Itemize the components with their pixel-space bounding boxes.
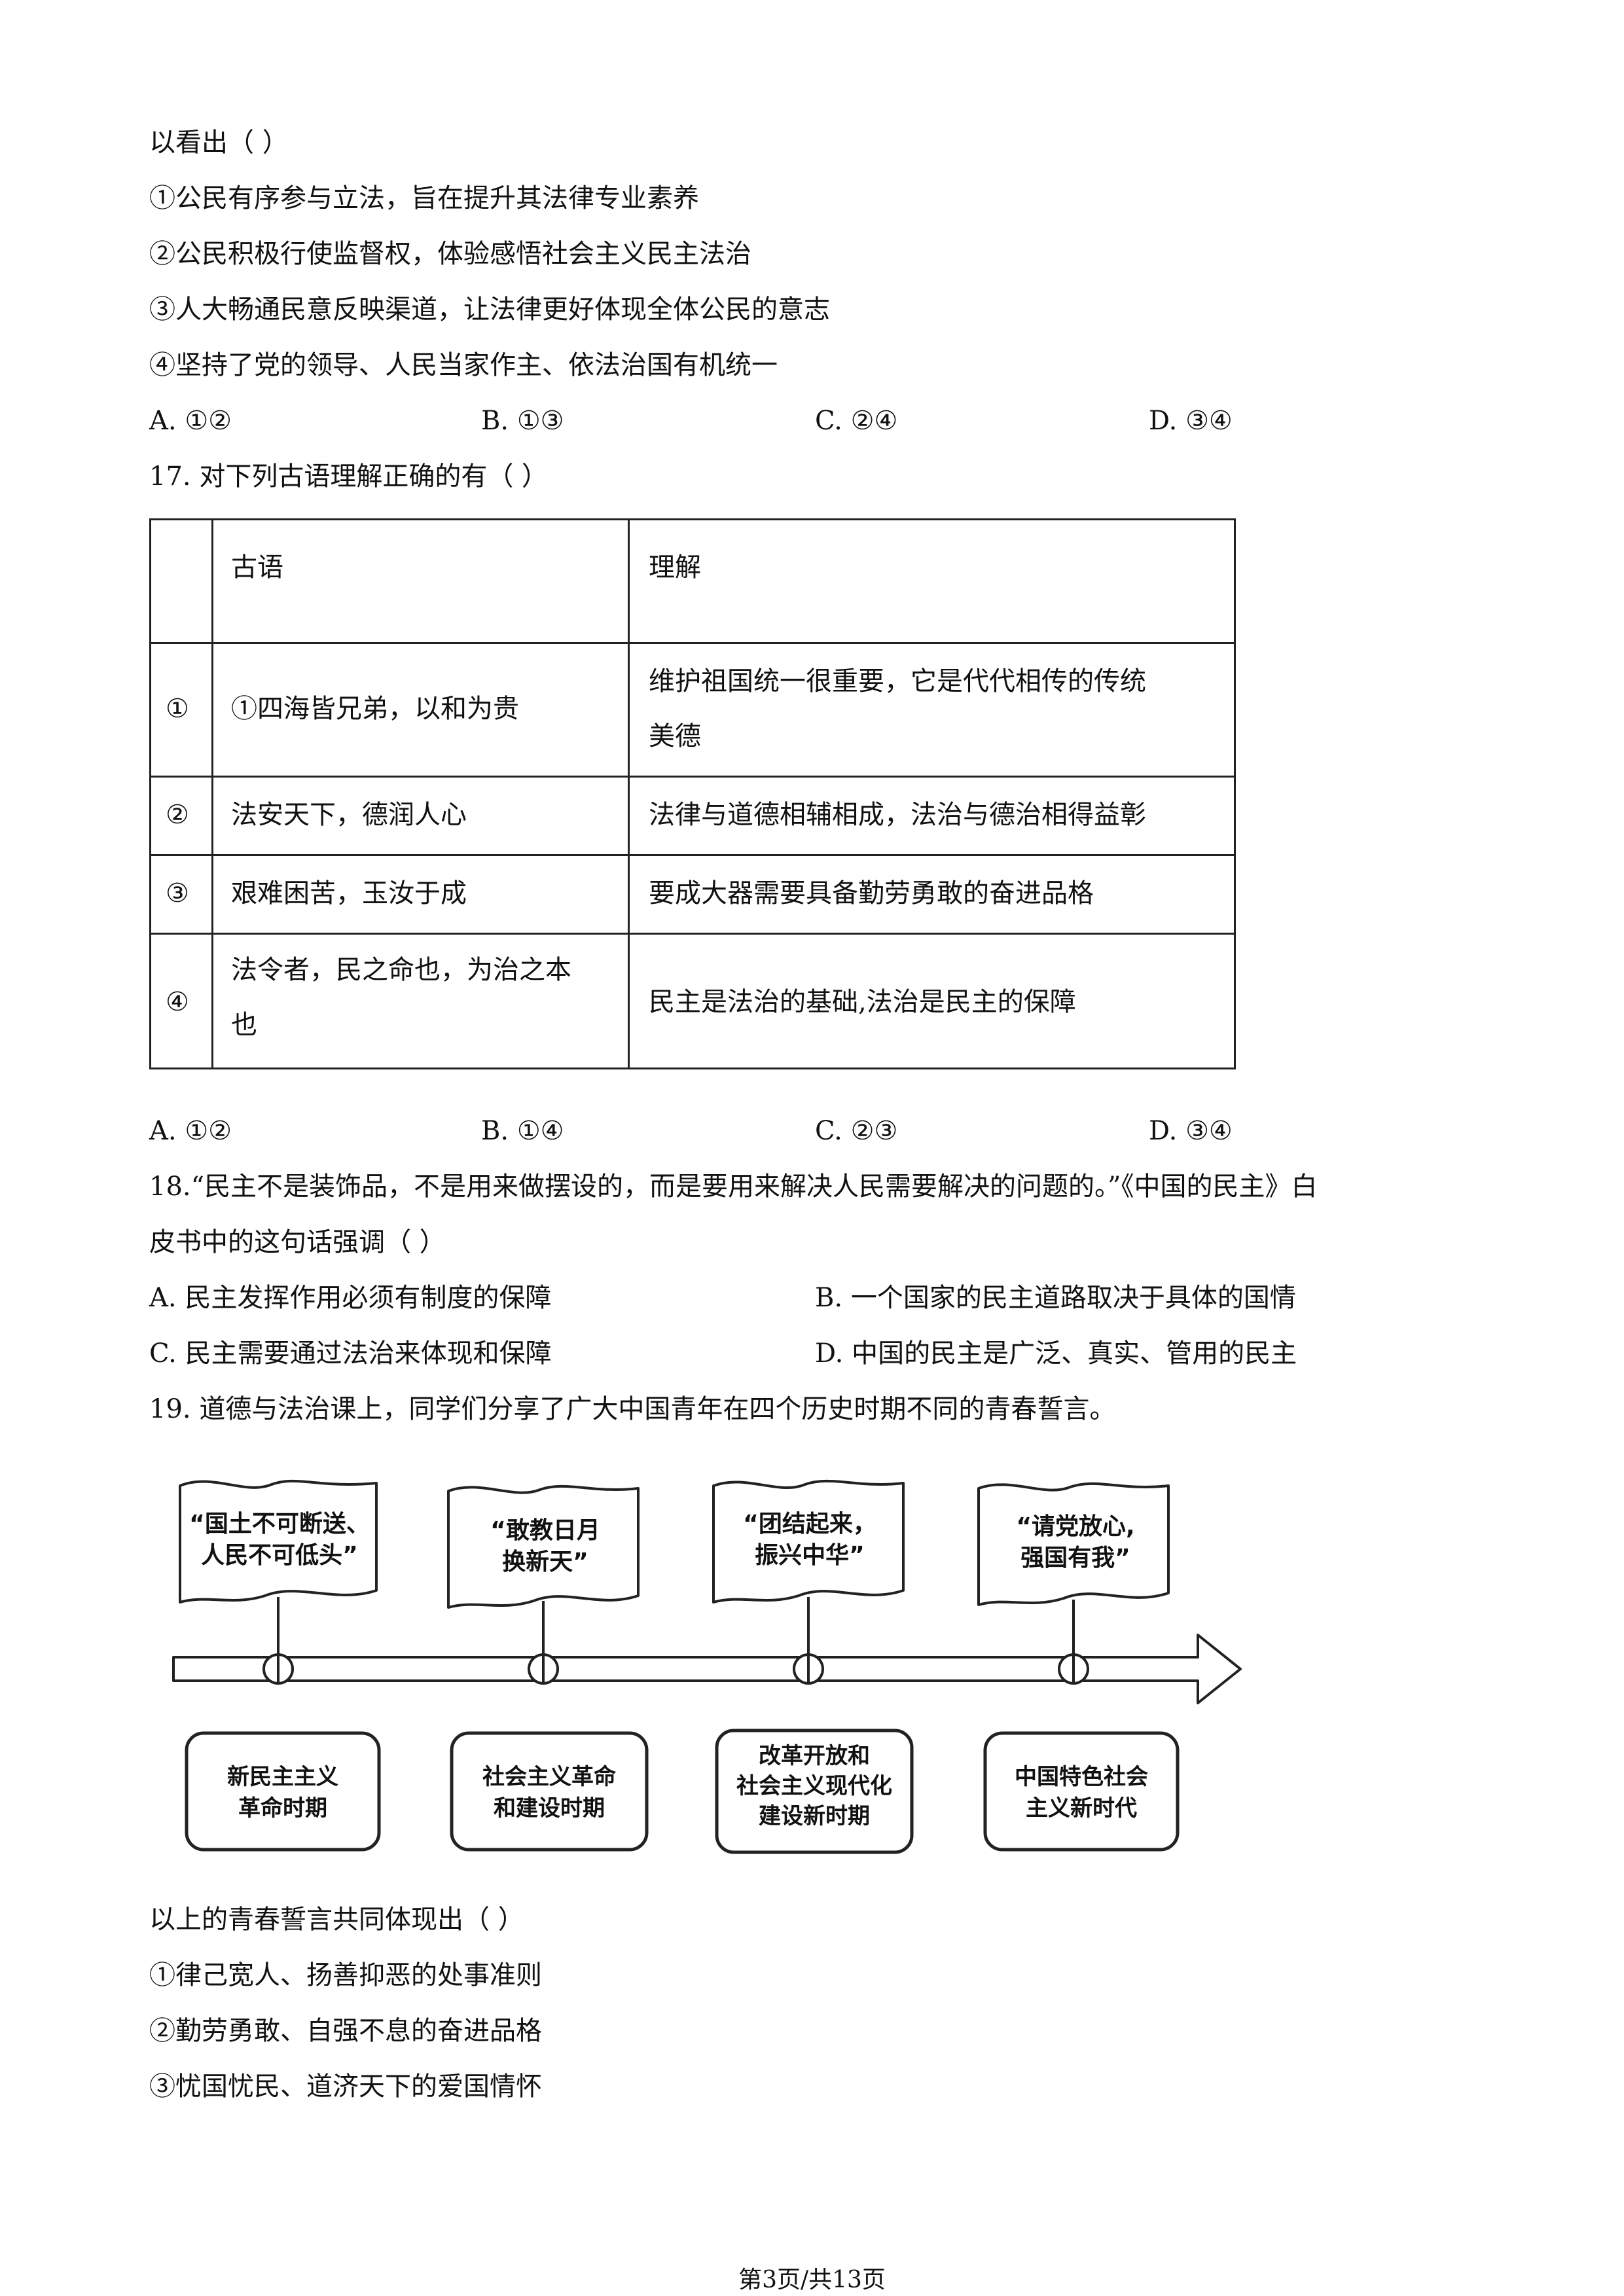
flag-shape [447, 1484, 640, 1609]
q17-option-d: D. ③④ [1149, 1116, 1233, 1146]
timeline-arrow [172, 1634, 1242, 1704]
table-row-number: ① [166, 694, 189, 724]
period-box [983, 1731, 1180, 1852]
table-cell-meaning-line: 维护祖国统一很重要，它是代代相传的传统 [649, 666, 1146, 696]
period-box [185, 1731, 381, 1852]
sayings-table: 古语 理解 ① ①四海皆兄弟，以和为贵 维护祖国统一很重要，它是代代相传的传统 … [149, 518, 1236, 1069]
q19-item-3: ③忧国忧民、道济天下的爱国情怀 [149, 2072, 542, 2102]
page-number: 第3页/共13页 [738, 2267, 886, 2293]
flag-shape [977, 1482, 1170, 1606]
q18-option-c: C. 民主需要通过法治来体现和保障 [149, 1338, 552, 1369]
period-text: 和建设时期 [494, 1795, 605, 1821]
q16-item-1: ①公民有序参与立法，旨在提升其法律专业素养 [149, 183, 699, 213]
q16-option-d: D. ③④ [1149, 406, 1233, 436]
table-header-meaning: 理解 [649, 552, 701, 583]
q19-stem: 19. 道德与法治课上，同学们分享了广大中国青年在四个历史时期不同的青春誓言。 [149, 1394, 1116, 1424]
table-row-divider [151, 933, 1234, 935]
table-header-saying: 古语 [231, 552, 283, 583]
q16-item-3: ③人大畅通民意反映渠道，让法律更好体现全体公民的意志 [149, 295, 830, 325]
q17-option-c: C. ②③ [815, 1116, 898, 1146]
table-cell-saying: 法安天下，德润人心 [231, 800, 467, 830]
q16-item-2: ②公民积极行使监督权，体验感悟社会主义民主法治 [149, 239, 751, 269]
youth-pledge-timeline: “国土不可断送、 人民不可低头” “敢教日月 换新天” “团结起来， 振兴中华”… [167, 1466, 1267, 1872]
period-box [450, 1731, 649, 1852]
period-text: 中国特色社会 [1015, 1764, 1148, 1790]
q17-stem: 17. 对下列古语理解正确的有（ ） [149, 461, 549, 492]
q16-option-a: A. ①② [149, 406, 232, 436]
table-row-divider [151, 854, 1234, 856]
flag-text: “请党放心, [1016, 1513, 1134, 1540]
table-row-divider [151, 776, 1234, 778]
q18-option-d: D. 中国的民主是广泛、真实、管用的民主 [815, 1338, 1297, 1369]
period-text: 革命时期 [238, 1795, 327, 1821]
q16-item-4: ④坚持了党的领导、人民当家作主、依法治国有机统一 [149, 350, 778, 380]
flag-text: 振兴中华” [755, 1542, 865, 1569]
q18-option-b: B. 一个国家的民主道路取决于具体的国情 [815, 1283, 1296, 1313]
flag-text: “团结起来， [743, 1511, 876, 1537]
period-text: 新民主主义 [227, 1764, 338, 1790]
q18-stem-line-1: 18.“民主不是装饰品，不是用来做摆设的，而是要用来解决人民需要解决的问题的。”… [149, 1172, 1318, 1202]
table-cell-meaning: 维护祖国统一很重要，它是代代相传的传统 美德 [649, 654, 1146, 764]
q18-option-a: A. 民主发挥作用必须有制度的保障 [149, 1283, 552, 1313]
q16-option-c: C. ②④ [815, 406, 898, 436]
table-cell-saying-line: 法令者，民之命也，为治之本 [231, 955, 571, 985]
table-row-number: ③ [166, 878, 189, 908]
period-text: 社会主义革命 [482, 1764, 616, 1790]
q17-option-a: A. ①② [149, 1116, 232, 1146]
period-text: 改革开放和 [759, 1743, 870, 1769]
table-cell-saying: 法令者，民之命也，为治之本 也 [231, 942, 571, 1052]
flag-text: “敢教日月 [490, 1517, 600, 1544]
period-text: 社会主义现代化 [736, 1773, 892, 1799]
table-col-divider [211, 520, 213, 1067]
q19-item-1: ①律己宽人、扬善抑恶的处事准则 [149, 1960, 542, 1990]
flag-shape [179, 1479, 378, 1604]
table-row-number: ④ [166, 987, 189, 1017]
flag-text: 人民不可低头” [201, 1542, 358, 1569]
table-cell-meaning: 法律与道德相辅相成，法治与德治相得益彰 [649, 800, 1146, 830]
table-cell-meaning-line: 美德 [649, 721, 701, 751]
q16-stem-tail: 以看出（ ） [149, 128, 289, 158]
flag-text: 换新天” [502, 1549, 588, 1575]
period-text: 主义新时代 [1026, 1795, 1137, 1821]
period-text: 建设新时期 [759, 1803, 870, 1829]
table-cell-saying: 艰难困苦，玉汝于成 [231, 878, 467, 908]
timeline-drawing: “国土不可断送、 人民不可低头” “敢教日月 换新天” “团结起来， 振兴中华”… [172, 1479, 1242, 1854]
table-col-divider [628, 520, 630, 1067]
table-cell-saying-line: 也 [231, 1010, 257, 1040]
flag-shape [712, 1479, 905, 1604]
table-row-number: ② [166, 800, 189, 830]
table-row-divider [151, 642, 1234, 644]
flag-text: 强国有我” [1020, 1545, 1130, 1571]
q16-option-b: B. ①③ [481, 406, 564, 436]
flag-text: “国土不可断送、 [189, 1511, 370, 1537]
q19-question: 以上的青春誓言共同体现出（ ） [149, 1905, 524, 1935]
q19-item-2: ②勤劳勇敢、自强不息的奋进品格 [149, 2016, 542, 2046]
table-cell-meaning: 民主是法治的基础,法治是民主的保障 [649, 987, 1076, 1017]
q17-option-b: B. ①④ [481, 1116, 564, 1146]
table-cell-meaning: 要成大器需要具备勤劳勇敢的奋进品格 [649, 878, 1094, 908]
table-cell-saying: ①四海皆兄弟，以和为贵 [231, 694, 519, 724]
q18-stem-line-2: 皮书中的这句话强调（ ） [149, 1227, 446, 1257]
period-box [715, 1729, 914, 1854]
